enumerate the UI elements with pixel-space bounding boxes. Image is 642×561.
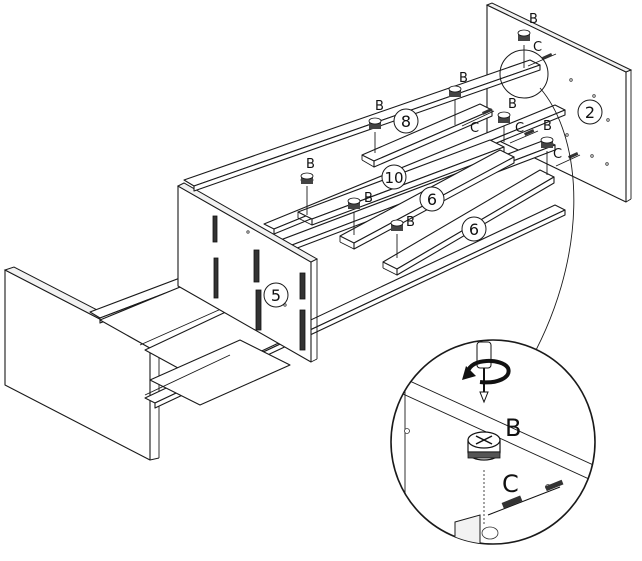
- fitting-b-label: B: [306, 157, 315, 172]
- fitting-b-label: B: [459, 71, 468, 86]
- cam-lock-icon: B: [517, 12, 538, 68]
- fitting-b-label: B: [543, 119, 552, 134]
- detail-fitting-c-label: C: [502, 470, 519, 498]
- cam-lock-icon: B: [368, 99, 384, 153]
- fitting-c-label: C: [515, 121, 524, 136]
- cam-lock-icon: B: [448, 71, 468, 125]
- shelf-8: 8: [361, 103, 493, 168]
- fitting-c-label: C: [533, 40, 542, 55]
- part-5-label: 5: [271, 286, 281, 305]
- clockwise-rotation-arrow-icon: [462, 359, 511, 385]
- cam-lock-icon: B: [300, 157, 315, 215]
- fitting-c-label: C: [470, 121, 479, 136]
- cam-lock-icon: B: [347, 191, 373, 235]
- detail-magnifier: B C: [390, 339, 596, 545]
- cam-bolt-icon: C: [553, 147, 581, 167]
- part-6-label-upper: 6: [427, 190, 437, 209]
- fitting-b-label: B: [375, 99, 384, 114]
- cam-lock-icon: B: [497, 97, 517, 142]
- part-8-label: 8: [401, 112, 411, 131]
- fitting-b-label: B: [508, 97, 517, 112]
- fitting-b-label: B: [364, 191, 373, 206]
- cam-bolt-icon: C: [487, 470, 564, 516]
- cam-bolt-icon: C: [461, 108, 495, 136]
- cam-lock-icon: B: [540, 119, 554, 175]
- part-10-label: 10: [384, 169, 403, 187]
- cam-bolt-icon: C: [509, 121, 539, 144]
- panel-5: 5: [176, 182, 319, 363]
- part-6-label-lower: 6: [469, 220, 479, 239]
- fitting-c-label: C: [553, 147, 562, 162]
- detail-callout-leader: [499, 49, 575, 371]
- cam-bolts-c: C C C C: [461, 40, 581, 167]
- cam-lock-icon: B: [467, 414, 521, 461]
- part-2-label: 2: [585, 103, 595, 122]
- fitting-b-label: B: [529, 12, 538, 27]
- shelf-6-lower: 6: [382, 169, 555, 276]
- cam-bolt-icon: C: [527, 40, 557, 67]
- panel-2: 2: [485, 2, 633, 203]
- detail-fitting-b-label: B: [505, 414, 521, 442]
- cam-lock-icon: B: [390, 215, 415, 258]
- fitting-b-label: B: [406, 215, 415, 230]
- cam-locks-b: B B B B B B: [300, 12, 554, 258]
